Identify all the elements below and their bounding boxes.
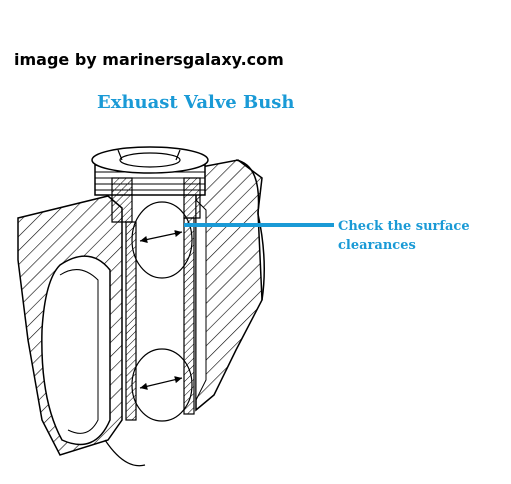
diagram-title: Exhuast Valve Bush: [97, 92, 295, 113]
bush-flange-right: [183, 177, 201, 219]
lower-bore: [131, 348, 193, 422]
left-lower-pad: [41, 255, 111, 446]
bush-wall-right: [183, 217, 195, 415]
callout-line-1: Check the surface: [338, 219, 470, 234]
lower-clearance-arrow: [139, 376, 183, 390]
right-outer-rim: [235, 159, 265, 301]
upper-bore: [131, 201, 193, 279]
bush-flange-left: [111, 177, 133, 223]
bush-wall-left: [125, 221, 137, 421]
bush-collar: [91, 146, 209, 196]
callout-line-2: clearances: [338, 238, 416, 253]
source-credit: image by marinersgalaxy.com: [14, 50, 284, 69]
upper-clearance-arrow: [139, 229, 183, 244]
callout-text: Check the surface clearances: [338, 217, 498, 255]
